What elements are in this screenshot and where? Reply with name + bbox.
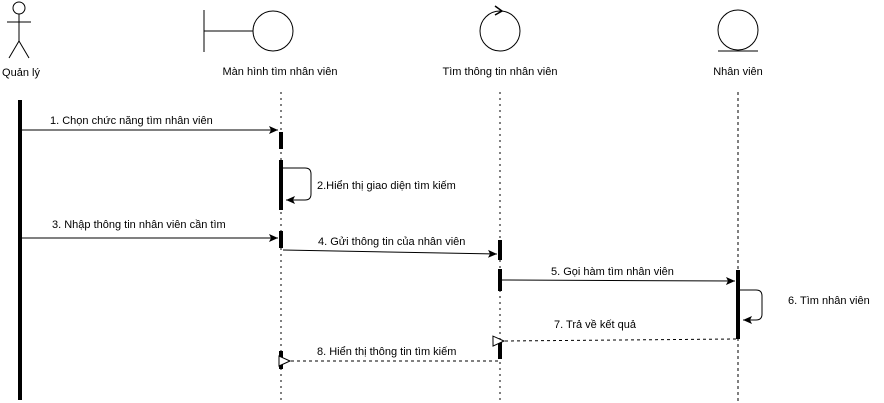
actor-activation-bar [18,100,22,400]
message-5-arrow [501,276,736,285]
boundary-activation-1 [279,132,283,149]
control-icon [479,5,521,52]
message-6-label: 6. Tìm nhân viên [788,295,870,307]
message-3-label: 3. Nhập thông tin nhân viên cần tìm [52,219,226,231]
actor-label: Quản lý [2,67,40,79]
message-2-arrow [283,167,312,204]
actor-icon [7,1,31,59]
boundary-icon [203,10,294,52]
message-4-arrow [282,249,498,258]
control-activation-3 [498,340,502,359]
message-4-label: 4. Gửi thông tin của nhân viên [318,236,465,248]
boundary-label: Màn hình tìm nhân viên [223,66,338,78]
control-label: Tìm thông tin nhân viên [443,66,558,78]
entity-label: Nhân viên [713,66,763,78]
boundary-activation-3 [279,231,283,248]
boundary-activation-4 [279,351,283,369]
message-5-label: 5. Gọi hàm tìm nhân viên [551,266,674,278]
message-8-label: 8. Hiển thị thông tin tìm kiếm [317,346,456,358]
message-7-arrow [504,339,737,341]
control-activation-1 [498,240,502,260]
control-activation-2 [498,269,502,291]
message-7-label: 7. Trả về kết quả [554,319,637,331]
boundary-activation-2 [279,160,283,210]
message-6-arrow [740,289,763,324]
entity-icon [717,9,759,52]
entity-activation [736,270,740,339]
message-2-label: 2.Hiển thị giao diện tìm kiếm [317,180,456,192]
message-1-label: 1. Chọn chức năng tìm nhân viên [50,115,213,127]
